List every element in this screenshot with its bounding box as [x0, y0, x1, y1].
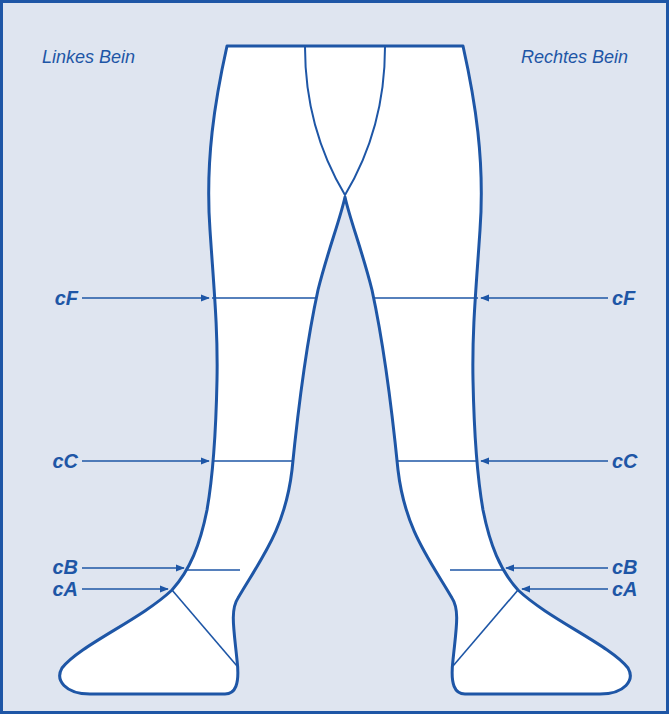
- measure-lines: [374, 298, 608, 666]
- measure-point: cF: [55, 288, 78, 308]
- arrow: [481, 297, 608, 299]
- circumference-line: [172, 590, 237, 666]
- measure-point: cA: [52, 579, 78, 599]
- circumference-line: [397, 460, 478, 462]
- leg-heading: Rechtes Bein: [521, 48, 628, 66]
- circumference-line: [453, 590, 518, 666]
- arrow: [82, 588, 168, 590]
- tights-body: [60, 46, 630, 694]
- circumference-line: [186, 569, 240, 571]
- measure-lines: [82, 298, 316, 666]
- arrow: [506, 567, 608, 569]
- circumference-line: [450, 569, 504, 571]
- gusset: [305, 47, 385, 195]
- measure-point: cB: [612, 557, 638, 577]
- tights-outline: [60, 46, 630, 694]
- measure-point: cB: [52, 557, 78, 577]
- arrow: [82, 460, 209, 462]
- measure-point: cC: [612, 451, 638, 471]
- measure-point: cC: [52, 451, 78, 471]
- arrow: [481, 460, 608, 462]
- measure-point: cA: [612, 579, 638, 599]
- arrow: [522, 588, 608, 590]
- measure-point: cF: [612, 288, 635, 308]
- circumference-line: [212, 460, 293, 462]
- circumference-line: [374, 297, 478, 299]
- circumference-line: [212, 297, 316, 299]
- arrow: [82, 567, 184, 569]
- leg-heading: Linkes Bein: [42, 48, 135, 66]
- arrow: [82, 297, 209, 299]
